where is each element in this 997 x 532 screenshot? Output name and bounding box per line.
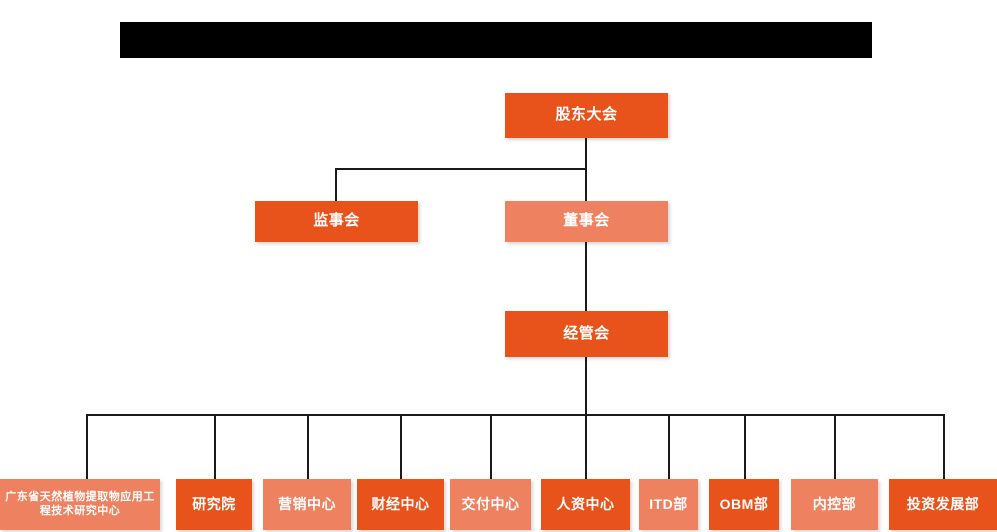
org-node-directors[interactable]: 董事会: [505, 201, 668, 242]
org-node-obm-dept[interactable]: OBM部: [709, 479, 779, 530]
org-node-gd-research-center[interactable]: 广东省天然植物提取物应用工程技术研究中心: [0, 479, 160, 530]
connector-shareholders-stem: [585, 138, 587, 170]
org-node-research-institute[interactable]: 研究院: [176, 479, 252, 530]
connector-level2-bus: [335, 168, 587, 170]
org-node-supervisors[interactable]: 监事会: [255, 201, 418, 242]
connector-to-obm-dept: [744, 414, 746, 479]
connector-to-directors: [585, 168, 587, 201]
org-node-hr-center[interactable]: 人资中心: [541, 479, 630, 530]
connector-leaf-bus: [86, 414, 944, 416]
redacted-title-bar: [120, 22, 872, 58]
connector-to-delivery-center: [490, 414, 492, 479]
connector-management-stem: [585, 357, 587, 415]
connector-to-research-institute: [214, 414, 216, 479]
connector-to-gd-research-center: [86, 414, 88, 479]
connector-to-supervisors: [335, 168, 337, 201]
connector-to-internal-control-dept: [834, 414, 836, 479]
org-node-internal-control-dept[interactable]: 内控部: [791, 479, 878, 530]
org-node-investment-development-dept[interactable]: 投资发展部: [889, 479, 997, 530]
org-node-management[interactable]: 经管会: [505, 311, 668, 357]
org-node-marketing-center[interactable]: 营销中心: [263, 479, 351, 530]
connector-to-hr-center: [585, 414, 587, 479]
org-node-finance-center[interactable]: 财经中心: [357, 479, 444, 530]
org-node-delivery-center[interactable]: 交付中心: [450, 479, 531, 530]
connector-to-itd-dept: [668, 414, 670, 479]
connector-to-investment-development-dept: [943, 414, 945, 479]
connector-to-marketing-center: [307, 414, 309, 479]
org-node-shareholders[interactable]: 股东大会: [505, 93, 668, 138]
org-node-itd-dept[interactable]: ITD部: [639, 479, 698, 530]
connector-directors-to-management: [585, 242, 587, 311]
connector-to-finance-center: [400, 414, 402, 479]
